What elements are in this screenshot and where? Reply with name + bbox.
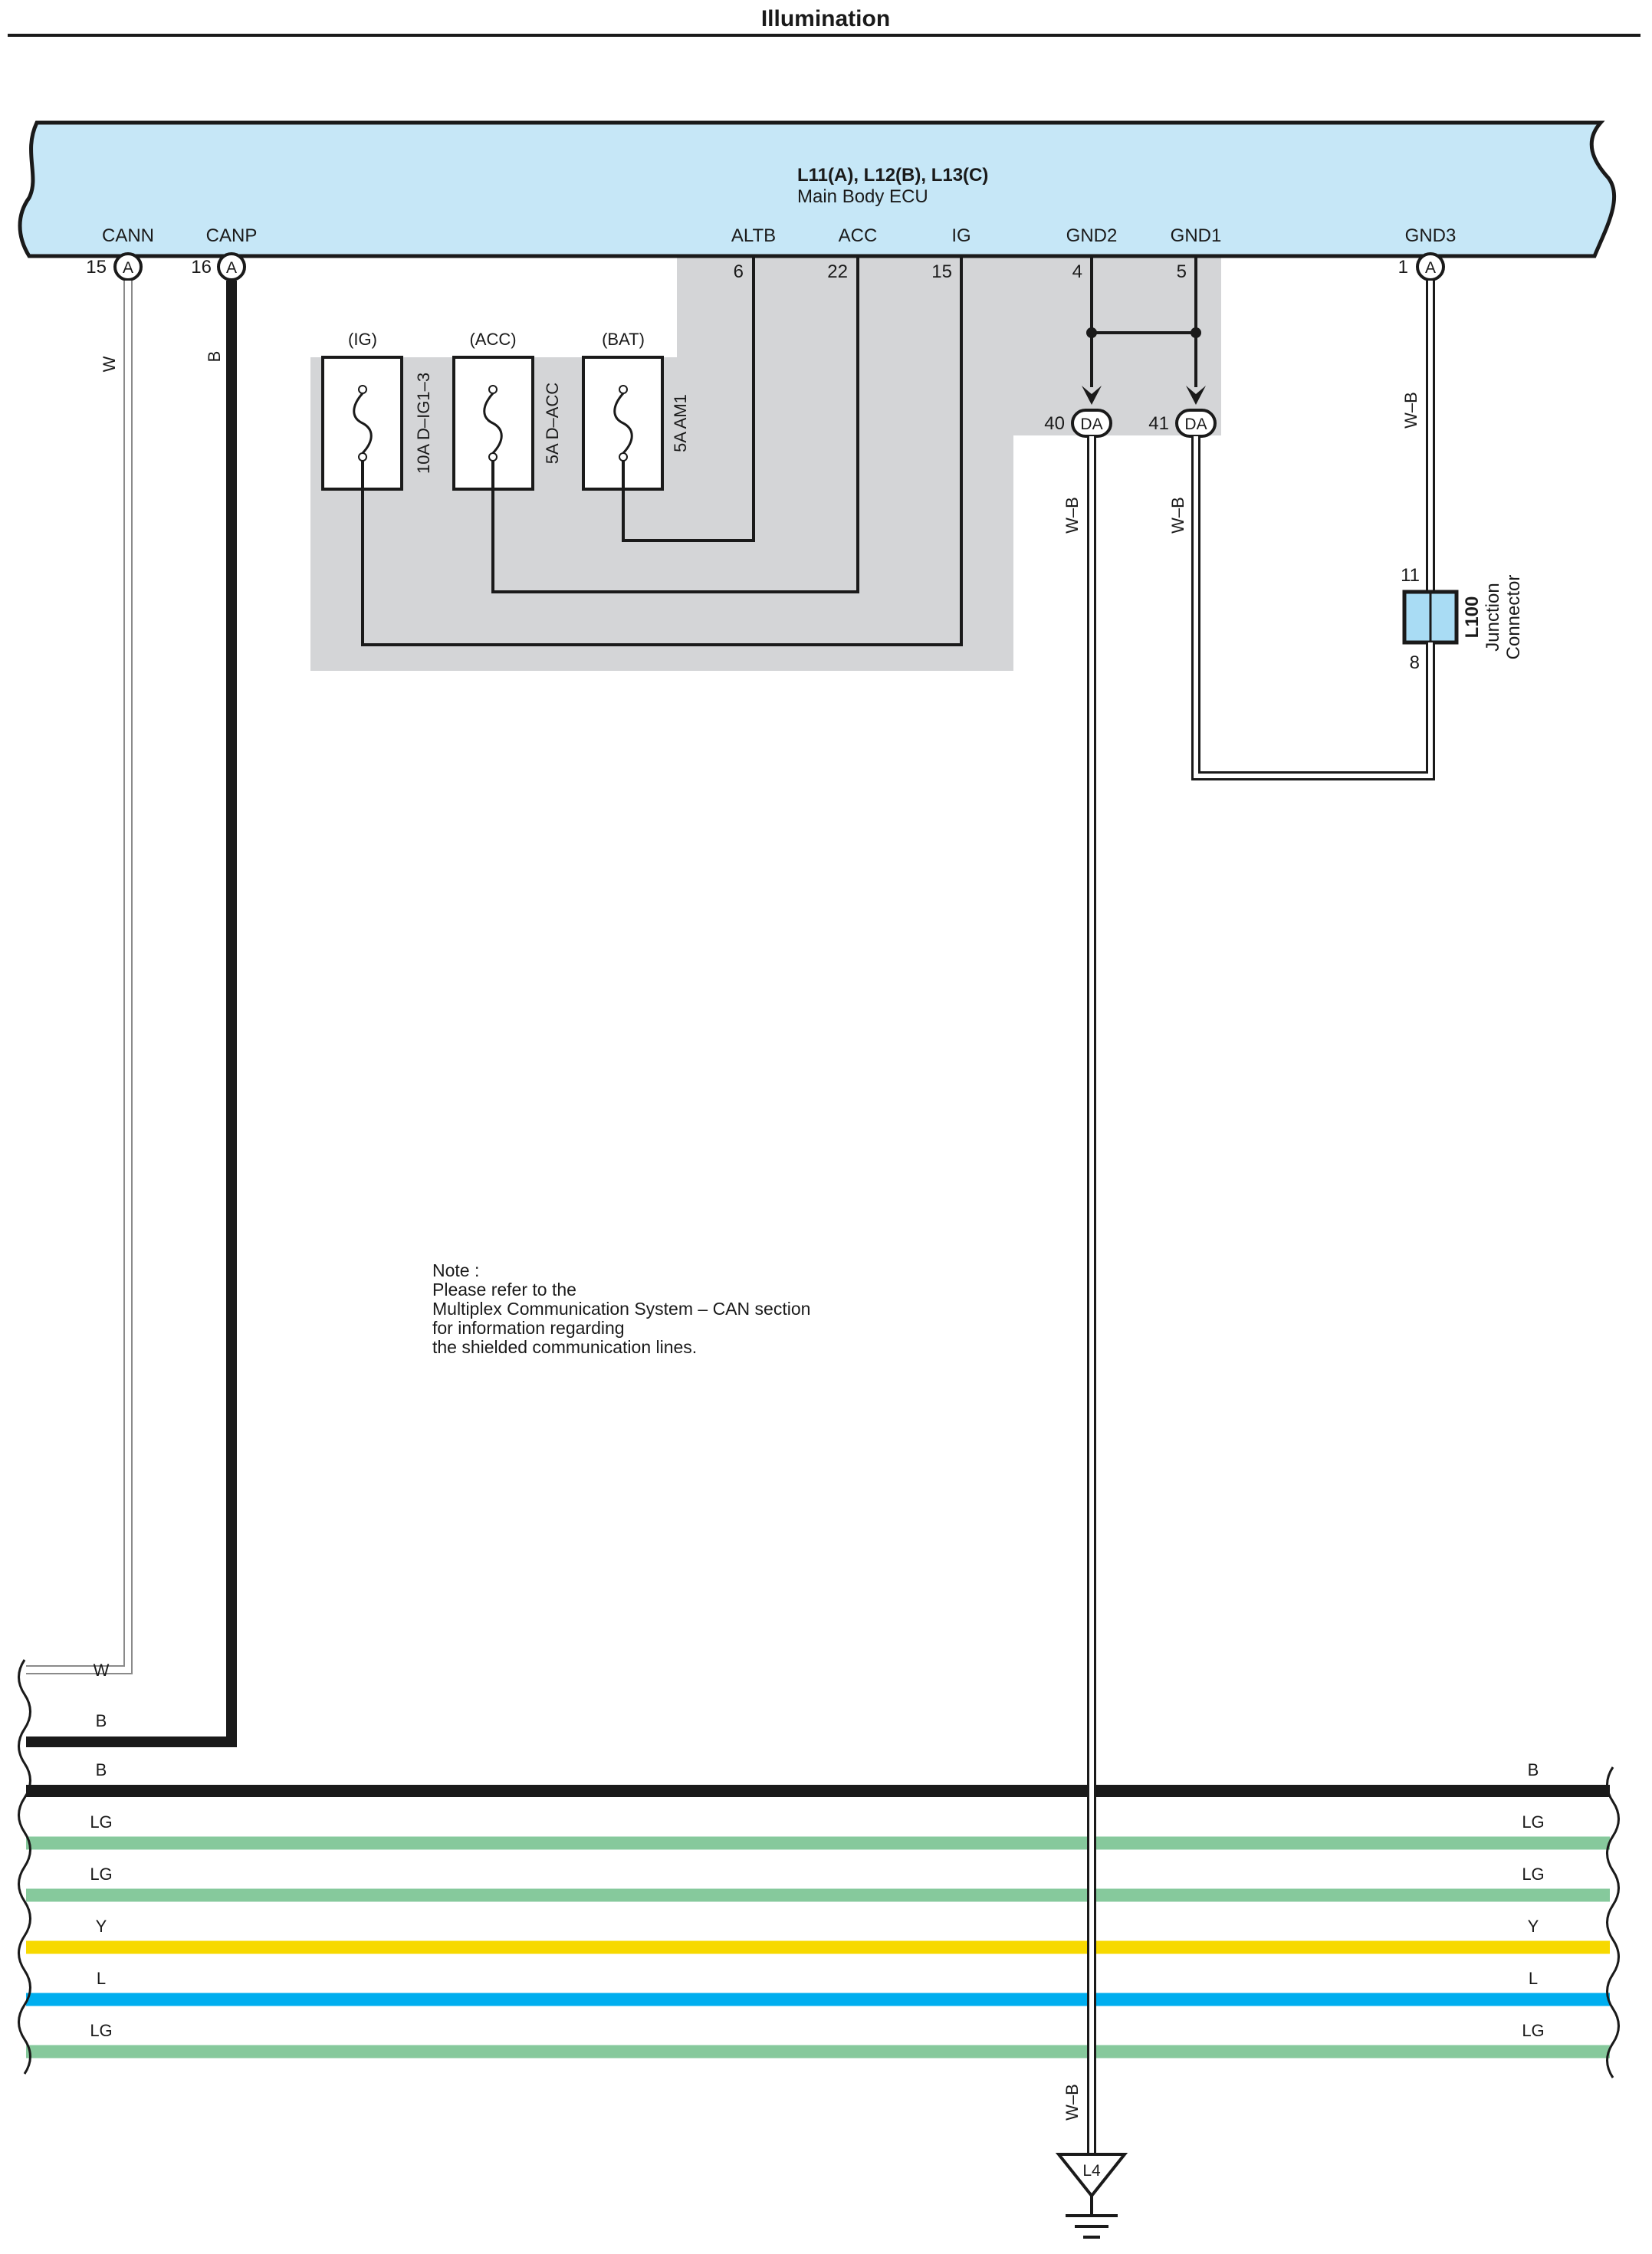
main-body-ecu-block [18, 120, 1617, 258]
svg-text:5A D–ACC: 5A D–ACC [543, 383, 562, 464]
ecu-name: Main Body ECU [797, 186, 928, 207]
svg-text:A: A [226, 259, 237, 277]
pin-canp: 16 [191, 257, 212, 278]
wire-altb-fuse [622, 256, 755, 542]
svg-text:(ACC): (ACC) [469, 330, 516, 349]
svg-text:L4: L4 [1082, 2162, 1101, 2180]
wire-label-gnd3: W–B [1401, 392, 1420, 429]
wire-cann-white [26, 281, 133, 1674]
bus-label-left-0: B [96, 1760, 107, 1779]
connector-a-cann: A [113, 252, 143, 281]
page-title: Illumination [761, 6, 890, 31]
terminal-canp-name: CANP [206, 225, 258, 246]
bus-label-right-0: B [1528, 1760, 1539, 1779]
wire-ig-fuse [361, 256, 963, 646]
svg-text:(IG): (IG) [348, 330, 377, 349]
bus-label-left-2: LG [90, 1865, 112, 1884]
note-line-2: Multiplex Communication System – CAN sec… [432, 1299, 810, 1319]
pin-cann: 15 [86, 257, 107, 278]
terminal-gnd1-name: GND1 [1171, 225, 1222, 246]
note-line-0: Note : [432, 1260, 479, 1280]
fuse-ig: (IG) 10A D–IG1–3 [321, 330, 433, 491]
svg-text:10A D–IG1–3: 10A D–IG1–3 [414, 373, 433, 474]
note-line-4: the shielded communication lines. [432, 1337, 697, 1357]
terminal-acc-name: ACC [839, 225, 878, 246]
connector-da-40: 40 DA [1044, 409, 1112, 438]
svg-text:A: A [123, 259, 133, 277]
arrow-gnd2 [1082, 386, 1102, 405]
bus-label-right-2: LG [1522, 1865, 1544, 1884]
pin-gnd2: 4 [1072, 261, 1082, 282]
pin-altb: 6 [734, 261, 744, 282]
svg-text:5A AM1: 5A AM1 [671, 394, 690, 452]
bus-label-right-1: LG [1522, 1812, 1544, 1832]
bus-label-right-5: LG [1522, 2021, 1544, 2040]
terminal-gnd2-name: GND2 [1066, 225, 1118, 246]
connector-a-gnd3: A [1416, 252, 1445, 281]
splice-point-gnd1 [1191, 327, 1201, 338]
terminal-cann-name: CANN [102, 225, 154, 246]
svg-text:(BAT): (BAT) [602, 330, 645, 349]
terminal-altb-name: ALTB [731, 225, 776, 246]
bus-label-left-1: LG [90, 1812, 112, 1832]
terminal-ig-name: IG [951, 225, 971, 246]
pin-acc: 22 [827, 261, 848, 282]
connector-a-canp: A [217, 252, 246, 281]
svg-text:11: 11 [1401, 565, 1420, 586]
continuation-label-w: W [94, 1661, 110, 1680]
wire-label-gnd1: W–B [1168, 497, 1187, 534]
ecu-connector-id: L11(A), L12(B), L13(C) [797, 165, 988, 186]
continuation-label-b: B [96, 1711, 107, 1730]
bus-label-left-5: LG [90, 2021, 112, 2040]
splice-point-gnd2 [1086, 327, 1097, 338]
terminal-gnd3-name: GND3 [1405, 225, 1457, 246]
svg-text:A: A [1425, 259, 1436, 277]
right-break-edge [1606, 1766, 1620, 2078]
bus-label-left-4: L [97, 1969, 106, 1988]
wire-label-gnd2: W–B [1062, 497, 1082, 534]
svg-text:DA: DA [1184, 416, 1207, 433]
wire-label-canp: B [205, 351, 224, 363]
fuse-block-shade [310, 256, 1221, 671]
wire-canp-black [26, 281, 237, 1747]
wire-label-ground-drop: W–B [1062, 2084, 1082, 2121]
svg-text:40: 40 [1044, 413, 1065, 434]
wire-label-cann: W [100, 356, 119, 372]
pin-gnd3: 1 [1398, 257, 1408, 278]
bus-label-right-4: L [1529, 1969, 1538, 1988]
connector-da-41: 41 DA [1148, 409, 1217, 438]
note-line-3: for information regarding [432, 1318, 625, 1338]
svg-text:8: 8 [1410, 652, 1420, 673]
junction-connector-l100: 11 8 L100 Junction Connector [1401, 565, 1524, 673]
wire-gnd1-wb-loop [1191, 436, 1435, 780]
bus-label-left-3: Y [96, 1917, 107, 1936]
wire-acc-fuse [491, 256, 859, 593]
left-break-edge [18, 1659, 31, 2075]
svg-text:41: 41 [1148, 413, 1169, 434]
arrow-gnd1 [1186, 386, 1206, 405]
pin-gnd1: 5 [1177, 261, 1187, 282]
svg-text:DA: DA [1080, 416, 1102, 433]
svg-text:Connector: Connector [1503, 575, 1524, 660]
note-block: Note : Please refer to the Multiplex Com… [432, 1260, 810, 1357]
ground-icon [1055, 2153, 1128, 2199]
ground-point-l4: L4 [1055, 2153, 1128, 2239]
svg-text:L100: L100 [1462, 596, 1483, 639]
pin-ig: 15 [931, 261, 952, 282]
bus-lines: B B LG LG LG LG Y Y L L LG LG [26, 1760, 1610, 2058]
note-line-1: Please refer to the [432, 1280, 576, 1300]
svg-text:Junction: Junction [1483, 583, 1503, 651]
bus-label-right-3: Y [1528, 1917, 1539, 1936]
